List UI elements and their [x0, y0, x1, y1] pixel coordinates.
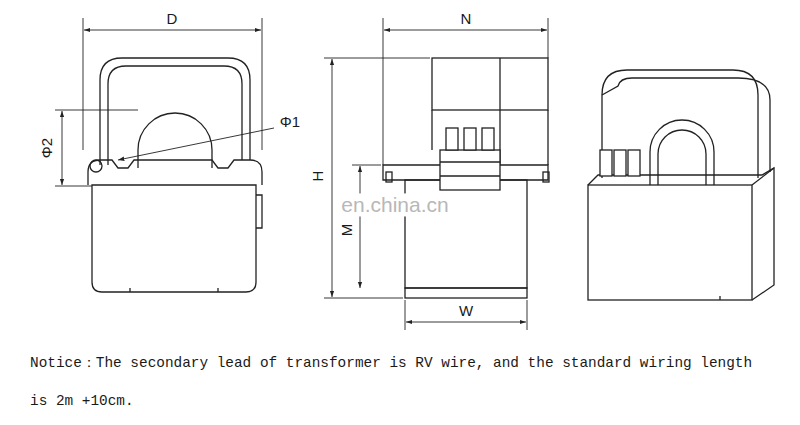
dimension-label: H [310, 170, 327, 183]
extension-line [55, 110, 138, 111]
core-edge [499, 58, 500, 165]
extension-line [383, 18, 384, 165]
dimension-label: W [458, 303, 474, 320]
core-edge [431, 110, 432, 150]
foot-mark [129, 288, 130, 292]
terminal [614, 150, 626, 176]
core-edge [547, 110, 548, 165]
dimension-line [384, 30, 547, 31]
extension-line [352, 165, 381, 166]
core-frame-outer [100, 58, 250, 165]
housing-body [588, 185, 752, 300]
perspective-view [588, 70, 774, 300]
notice-note: Notice：The secondary lead of transformer… [30, 344, 770, 420]
extension-line [405, 300, 406, 330]
housing-edge [752, 168, 774, 185]
foot-mark [719, 296, 720, 300]
dimension-line [406, 322, 526, 323]
window-inner [658, 130, 706, 185]
extension-line [83, 18, 84, 150]
dimension-label: Φ2 [39, 137, 56, 159]
core-top [432, 58, 548, 110]
dimension-label: Φ1 [279, 114, 301, 131]
terminal-line [440, 175, 500, 176]
dimension-label: D [166, 11, 179, 28]
front-view [88, 58, 262, 292]
watermark: en.china.cn [340, 193, 449, 216]
side-view [383, 58, 549, 298]
terminal [482, 128, 494, 150]
terminal [446, 128, 458, 150]
terminal [628, 150, 640, 176]
extension-line [527, 300, 528, 330]
extension-line [324, 58, 430, 59]
side-tab [256, 195, 262, 228]
hinge-ledge [88, 160, 262, 185]
core-frame-depth [602, 78, 770, 172]
core-frame-outer [602, 70, 758, 178]
terminal [600, 150, 612, 176]
side-dimensions [324, 18, 548, 330]
extension-line [548, 18, 549, 58]
housing-base [405, 288, 527, 298]
extension-line [324, 298, 403, 299]
dimension-line [360, 166, 361, 288]
dimension-label: N [460, 11, 473, 28]
terminal-block [440, 150, 500, 190]
dimension-line [84, 30, 261, 31]
clip [543, 172, 549, 182]
terminal [464, 128, 476, 150]
housing-top [588, 168, 774, 300]
core-frame-inner [108, 66, 242, 165]
housing-body [92, 185, 256, 292]
terminal-line [440, 161, 500, 162]
clip [386, 172, 392, 182]
leader-line [118, 128, 274, 160]
dimension-line [332, 59, 333, 297]
front-dimensions [55, 18, 274, 186]
foot-mark [217, 288, 218, 292]
dimension-label: M [339, 223, 356, 238]
extension-line [55, 186, 92, 187]
latch-hook [90, 160, 102, 172]
dimension-line [62, 111, 63, 185]
